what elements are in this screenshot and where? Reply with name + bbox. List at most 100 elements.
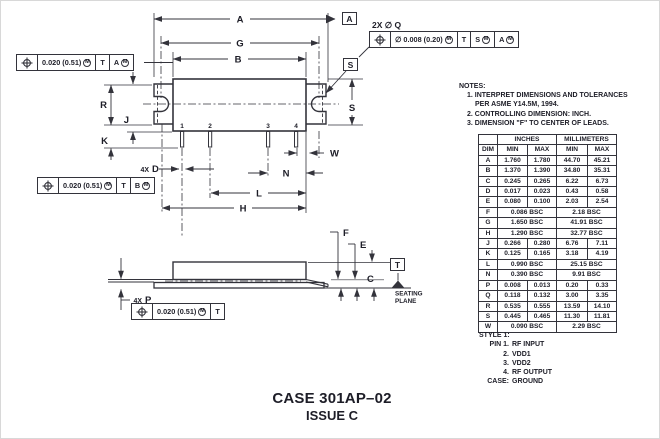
- datum-a-arrow: [326, 14, 336, 24]
- value-cell: 13.59: [556, 300, 588, 312]
- value-cell: 0.023: [527, 186, 557, 198]
- value-cell: 0.390 BSC: [497, 269, 557, 281]
- mmc-modifier-icon: M: [142, 181, 151, 190]
- top-view-outline: [143, 78, 339, 148]
- fcf-datum-ref: T: [117, 178, 131, 193]
- value-cell: 0.445: [497, 310, 528, 323]
- value-cell: 0.266: [497, 238, 528, 250]
- col-group-inches: INCHES: [497, 133, 557, 146]
- mmc-modifier-icon: M: [482, 35, 491, 44]
- dim-label-D: D: [152, 164, 159, 175]
- col-header-dim: DIM: [478, 144, 498, 156]
- value-cell: 0.008: [497, 279, 528, 292]
- style1-heading: STYLE 1:: [479, 332, 510, 339]
- qty-4x-d: 4X: [140, 167, 149, 174]
- datum-a-label: A: [346, 13, 353, 24]
- dim-label-R: R: [100, 100, 107, 111]
- value-cell: 0.20: [556, 279, 588, 292]
- value-cell: 2.54: [587, 196, 617, 208]
- dim-cell: A: [478, 154, 498, 167]
- dim-label-A: A: [237, 15, 244, 26]
- value-cell: 0.33: [587, 279, 617, 292]
- fcf-datum-ref: T: [96, 55, 110, 70]
- position-tolerance-icon: [370, 32, 391, 47]
- value-cell: 0.118: [497, 290, 528, 302]
- value-cell: 1.370: [497, 165, 528, 177]
- fcf-tolerance: ∅ 0.008 (0.20): [395, 35, 443, 44]
- mmc-modifier-icon: M: [506, 35, 515, 44]
- col-group-millimeters: MILLIMETERS: [556, 133, 617, 146]
- style1-entry: PIN 1.RF INPUT: [479, 340, 552, 349]
- value-cell: 6.76: [556, 238, 588, 250]
- style1-entry: 2.VDD1: [479, 350, 552, 359]
- note-line: 2. CONTROLLING DIMENSION: INCH.: [467, 110, 592, 118]
- style1-entry-label: PIN 1.: [489, 341, 509, 349]
- value-cell: 44.70: [556, 154, 588, 167]
- position-tolerance-icon: [132, 304, 153, 319]
- style1-entry-value: RF INPUT: [512, 341, 545, 349]
- body-side: [172, 261, 307, 281]
- fcf-seating: 0.020 (0.51)M T: [131, 303, 225, 320]
- value-cell: 2.18 BSC: [556, 206, 617, 219]
- value-cell: 1.760: [497, 154, 528, 167]
- datum-s-box: S: [343, 58, 358, 71]
- dim-cell: G: [478, 217, 498, 229]
- value-cell: 7.11: [587, 238, 617, 250]
- note-line: PER ASME Y14.5M, 1994.: [475, 101, 559, 109]
- value-cell: 0.58: [587, 186, 617, 198]
- style1-entry-value: VDD1: [512, 350, 531, 358]
- value-cell: 14.10: [587, 300, 617, 312]
- fcf-datum-ref: T: [215, 307, 220, 316]
- value-cell: 1.650 BSC: [497, 217, 557, 229]
- dim-cell: C: [478, 175, 498, 188]
- value-cell: 41.91 BSC: [556, 217, 617, 229]
- value-cell: 0.535: [497, 300, 528, 312]
- dim-label-J: J: [124, 115, 129, 126]
- value-cell: 3.35: [587, 290, 617, 302]
- dim-label-S: S: [349, 103, 355, 114]
- dim-cell: H: [478, 227, 498, 240]
- value-cell: 3.18: [556, 248, 588, 260]
- dim-cell: B: [478, 165, 498, 177]
- dim-cell: N: [478, 269, 498, 281]
- datum-t-label: T: [394, 259, 401, 270]
- dim-cell: S: [478, 310, 498, 323]
- fcf-tolerance: 0.020 (0.51): [157, 307, 197, 316]
- top-view-dim-labels: A G B R J K 4X D N W L H S 2X ∅ Q: [100, 15, 401, 215]
- value-cell: 32.77 BSC: [556, 227, 617, 240]
- value-cell: 1.780: [527, 154, 557, 167]
- fcf-tolerance: 0.020 (0.51): [63, 181, 103, 190]
- position-tolerance-icon: [17, 55, 38, 70]
- mmc-modifier-icon: M: [121, 58, 130, 67]
- col-header-min-in: MIN: [497, 144, 528, 156]
- mmc-modifier-icon: M: [104, 181, 113, 190]
- value-cell: 6.22: [556, 175, 588, 188]
- dim-cell: F: [478, 206, 498, 219]
- fcf-datum-ref: B: [134, 181, 141, 190]
- style1-entry: 3.VDD2: [479, 359, 552, 368]
- seating-plane-label-2: PLANE: [395, 298, 416, 305]
- value-cell: 0.990 BSC: [497, 258, 557, 271]
- value-cell: 3.00: [556, 290, 588, 302]
- qty-4x-p: 4X: [133, 298, 142, 305]
- value-cell: 0.555: [527, 300, 557, 312]
- col-header-max-in: MAX: [527, 144, 557, 156]
- dim-label-L: L: [256, 189, 262, 200]
- dim-cell: E: [478, 196, 498, 208]
